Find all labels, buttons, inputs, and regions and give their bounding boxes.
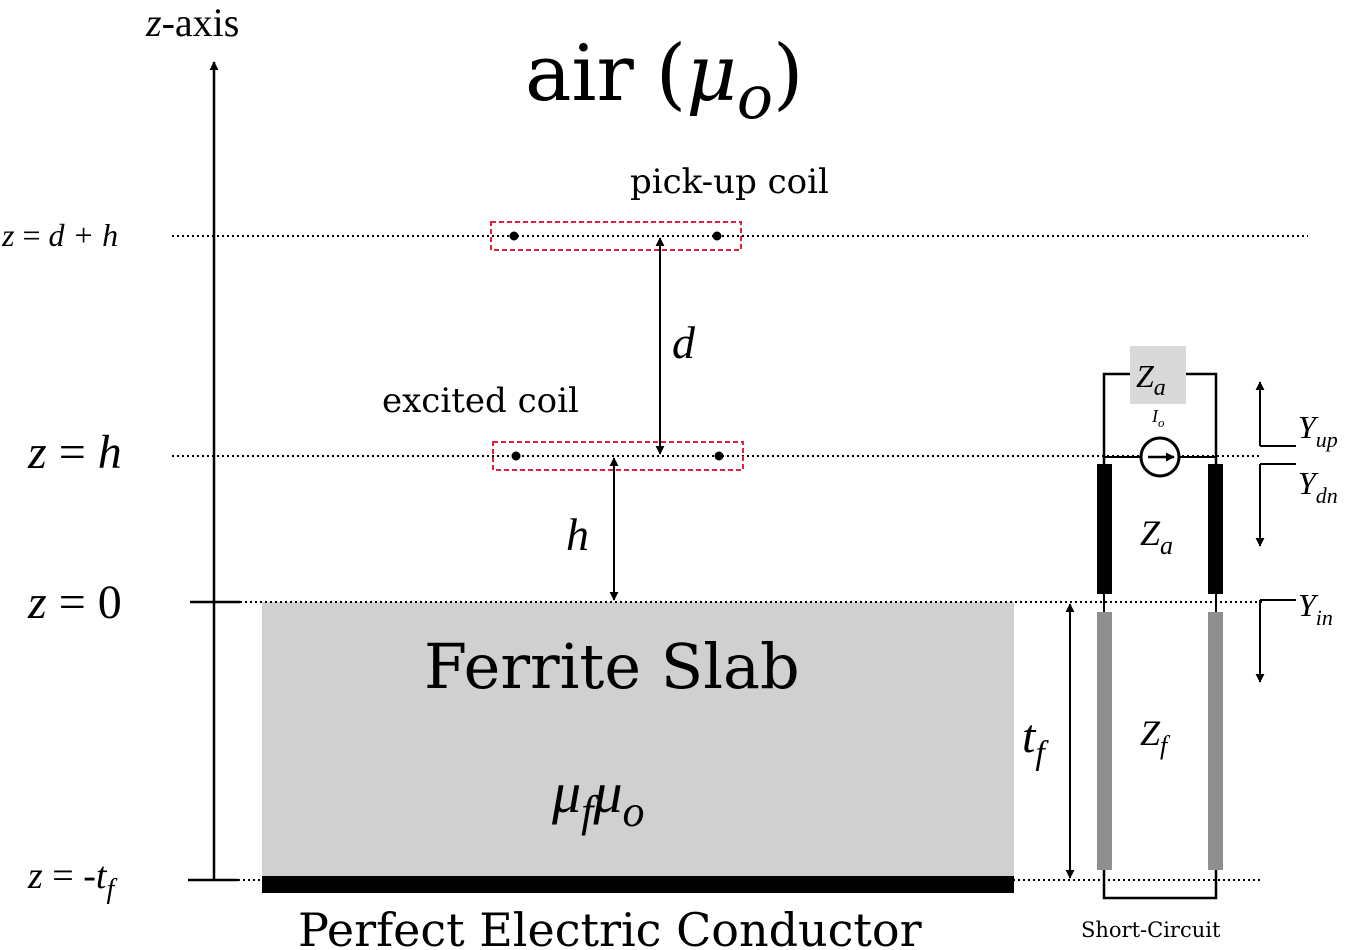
air-title: air(μo) xyxy=(525,29,803,133)
za-top-box xyxy=(1130,346,1186,404)
pickup-coil-dot-right xyxy=(712,231,722,241)
ferrite-slab-title: Ferrite Slab xyxy=(424,630,800,703)
d-label: d xyxy=(672,317,696,368)
tf-label: tf xyxy=(1022,710,1049,772)
z-axis-label: z-axis xyxy=(145,0,239,45)
za-mid-label: Za xyxy=(1140,513,1173,560)
yup-label: Yup xyxy=(1298,409,1338,452)
source-label: Io xyxy=(1151,406,1165,430)
pickup-coil-dot-left xyxy=(509,231,519,241)
pec-label: Perfect Electric Conductor xyxy=(298,903,922,950)
short-circuit-label: Short-Circuit xyxy=(1081,918,1221,942)
ydn-label: Ydn xyxy=(1298,465,1338,508)
level-label-zero: z = 0 xyxy=(27,576,122,629)
level-label-h: z = h xyxy=(27,426,122,479)
level-label-d-plus-h: z = d + h xyxy=(1,217,118,253)
excited-coil-dot-right xyxy=(714,451,724,461)
zf-line-right xyxy=(1208,612,1223,870)
h-label: h xyxy=(566,509,589,560)
yin-label: Yin xyxy=(1298,587,1333,630)
za-line-right xyxy=(1208,464,1223,594)
ferrite-slab xyxy=(262,602,1014,877)
excited-coil-label: excited coil xyxy=(382,381,579,421)
za-top-label: Za xyxy=(1136,358,1166,401)
short-circuit-wire xyxy=(1102,870,1218,900)
zf-line-left xyxy=(1097,612,1112,870)
pickup-coil-box xyxy=(490,221,742,251)
level-label-bottom: z = -tf xyxy=(27,855,117,905)
excited-coil-dot-left xyxy=(511,451,521,461)
slab-permeability: μfμo xyxy=(551,760,644,836)
pickup-coil-label: pick-up coil xyxy=(630,162,829,202)
pec-plate xyxy=(262,876,1014,893)
zf-label: Zf xyxy=(1140,713,1171,760)
za-line-left xyxy=(1097,464,1112,594)
